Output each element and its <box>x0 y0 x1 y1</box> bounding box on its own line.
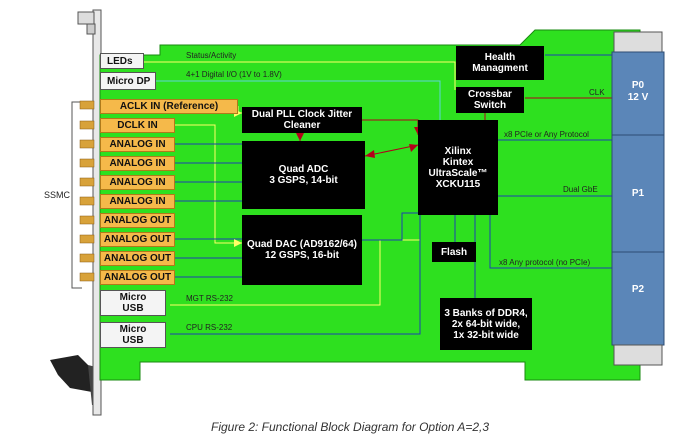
figure-caption: Figure 2: Functional Block Diagram for O… <box>210 420 490 434</box>
crossbar-switch-block: Crossbar Switch <box>456 87 524 113</box>
any-protocol-label: x8 Any protocol (no PCIe) <box>499 258 591 267</box>
micro-dp-port[interactable]: Micro DP <box>100 72 156 90</box>
p0-connector: P0 12 V <box>627 80 649 103</box>
p2-connector: P2 <box>631 284 645 295</box>
ssmc-label: SSMC <box>44 190 71 200</box>
analog-in-2[interactable]: ANALOG IN <box>100 156 175 171</box>
sma-connectors <box>79 100 95 282</box>
trace-cpu-rs232 <box>170 215 421 335</box>
analog-out-3[interactable]: ANALOG OUT <box>100 251 175 266</box>
dclk-in-connector[interactable]: DCLK IN <box>100 118 175 133</box>
quad-dac-block: Quad DAC (AD9162/64) 12 GSPS, 16-bit <box>242 215 362 285</box>
pll-clock-cleaner-block: Dual PLL Clock Jitter Cleaner <box>242 107 362 133</box>
trace-digital-io <box>156 80 441 120</box>
gbe-label: Dual GbE <box>563 185 598 194</box>
cpu-rs232-label: CPU RS-232 <box>186 323 233 332</box>
health-management-block: Health Managment <box>456 46 544 80</box>
aclk-in-connector[interactable]: ACLK IN (Reference) <box>100 99 238 114</box>
ddr4-block: 3 Banks of DDR4, 2x 64-bit wide, 1x 32-b… <box>440 298 532 350</box>
p1-connector: P1 <box>631 188 645 199</box>
mgt-rs232-label: MGT RS-232 <box>186 294 233 303</box>
digital-io-label: 4+1 Digital I/O (1V to 1.8V) <box>186 70 282 79</box>
trace-dclk <box>175 124 242 244</box>
pcb-board <box>99 29 641 381</box>
trace-any-protocol <box>489 215 612 269</box>
analog-out-1[interactable]: ANALOG OUT <box>100 213 175 228</box>
backplane-connectors <box>611 31 665 366</box>
analog-out-4[interactable]: ANALOG OUT <box>100 270 175 285</box>
pcie-label: x8 PCIe or Any Protocol <box>504 130 589 139</box>
leds-label: LEDs <box>100 53 144 69</box>
fpga-block: Xilinx Kintex UltraScale™ XCKU115 <box>418 120 498 215</box>
analog-out-2[interactable]: ANALOG OUT <box>100 232 175 247</box>
quad-adc-block: Quad ADC 3 GSPS, 14-bit <box>242 141 365 209</box>
trace-status <box>144 61 456 90</box>
ssmc-bracket <box>71 101 82 289</box>
micro-usb-port-cpu[interactable]: Micro USB <box>100 322 166 348</box>
flash-block: Flash <box>432 242 476 262</box>
micro-usb-port-mgt[interactable]: Micro USB <box>100 290 166 316</box>
status-activity-label: Status/Activity <box>186 51 237 60</box>
analog-in-3[interactable]: ANALOG IN <box>100 175 175 190</box>
clk-label: CLK <box>589 88 605 97</box>
analog-in-4[interactable]: ANALOG IN <box>100 194 175 209</box>
analog-in-1[interactable]: ANALOG IN <box>100 137 175 152</box>
